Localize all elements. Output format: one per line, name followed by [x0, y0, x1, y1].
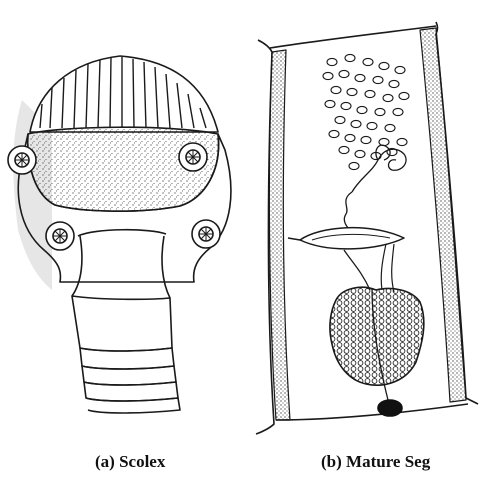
- vas-deferens: [352, 145, 406, 192]
- lateral-band-left: [269, 50, 290, 420]
- ovary: [330, 287, 424, 385]
- duct-right-1: [381, 244, 386, 290]
- segment-4: [84, 382, 178, 401]
- lateral-band-right: [420, 28, 466, 402]
- vas-deferens-duct: [344, 192, 352, 230]
- sucker-upper-left: [8, 146, 36, 174]
- segment-bottom: [276, 404, 468, 420]
- scolex-drawing: [8, 56, 231, 413]
- genital-pore-line: [288, 238, 300, 240]
- caption-mature-segment: (b) Mature Seg: [321, 452, 430, 472]
- vagina-duct: [344, 250, 370, 290]
- segment-1: [72, 296, 172, 351]
- rostellum-outline: [30, 56, 218, 132]
- vitelline-gland: [378, 400, 402, 416]
- mature-segment-drawing: [256, 22, 478, 434]
- neck-top: [78, 230, 166, 236]
- sucker-lower-right: [192, 220, 220, 248]
- cirrus-sac: [300, 228, 404, 249]
- segment-5: [86, 398, 180, 413]
- segment-2: [80, 348, 174, 369]
- segment-3: [82, 366, 176, 385]
- neck-left: [72, 236, 82, 296]
- sucker-lower-left: [46, 222, 74, 250]
- testes: [323, 54, 409, 169]
- neck-right: [162, 236, 170, 298]
- segment-top: [270, 26, 436, 48]
- caption-scolex: (a) Scolex: [95, 452, 165, 472]
- sucker-upper-right: [179, 143, 207, 171]
- duct-right-2: [392, 244, 394, 292]
